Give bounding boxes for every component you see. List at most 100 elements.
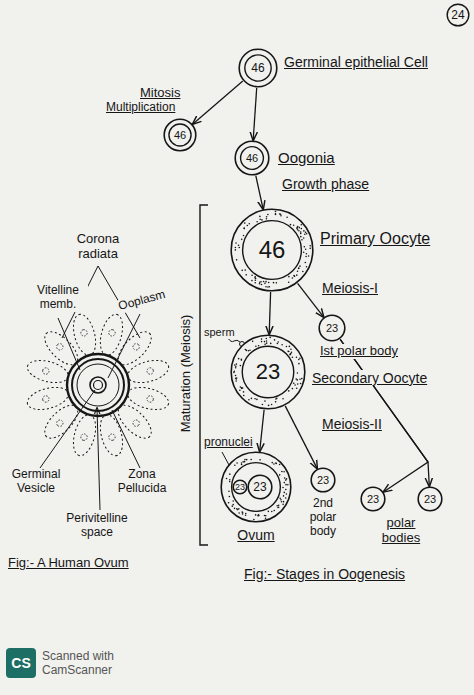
cytoplasm-dot	[268, 282, 270, 284]
cytoplasm-dot	[259, 283, 261, 285]
polar-body: 23	[360, 486, 386, 512]
cytoplasm-dot	[293, 224, 295, 226]
cytoplasm-dot	[280, 499, 282, 501]
cytoplasm-dot	[285, 489, 287, 491]
cytoplasm-dot	[284, 477, 286, 479]
cytoplasm-dot	[303, 252, 305, 254]
cytoplasm-dot	[298, 268, 300, 270]
primary-oocyte: 46Primary Oocyte	[230, 208, 314, 292]
cytoplasm-dot	[297, 229, 299, 231]
cytoplasm-dot	[235, 249, 237, 251]
cytoplasm-dot	[282, 487, 284, 489]
cytoplasm-dot	[291, 351, 293, 353]
cytoplasm-dot	[279, 464, 281, 466]
cytoplasm-dot	[290, 348, 292, 350]
cytoplasm-dot	[275, 213, 277, 215]
cytoplasm-dot	[236, 259, 238, 261]
cytoplasm-dot	[262, 404, 264, 406]
cytoplasm-dot	[296, 227, 298, 229]
cytoplasm-dot	[296, 388, 298, 390]
cytoplasm-dot	[238, 244, 240, 246]
part-label: sperm	[204, 326, 235, 339]
cytoplasm-dot	[244, 269, 246, 271]
arrow-connector	[193, 81, 243, 124]
cytoplasm-dot	[276, 398, 278, 400]
arrow-connector	[298, 283, 324, 317]
cytoplasm-dot	[281, 501, 283, 503]
bracket-label: Maturation (Meiosis)	[179, 283, 194, 463]
cytoplasm-dot	[261, 284, 263, 286]
cytoplasm-dot	[254, 398, 256, 400]
pronucleus: 23	[247, 474, 273, 500]
cytoplasm-dot	[265, 338, 267, 340]
cytoplasm-dot	[279, 213, 281, 215]
cytoplasm-dot	[289, 354, 291, 356]
cytoplasm-dot	[238, 247, 240, 249]
cytoplasm-dot	[299, 358, 301, 360]
vitelline-membrane	[77, 364, 119, 406]
cytoplasm-dot	[271, 511, 273, 513]
cytoplasm-dot	[273, 510, 275, 512]
cytoplasm-dot	[277, 343, 279, 345]
cytoplasm-dot	[244, 222, 246, 224]
arrow-connector	[256, 176, 263, 209]
cytoplasm-dot	[251, 274, 253, 276]
cytoplasm-dot	[261, 219, 263, 221]
cytoplasm-dot	[301, 228, 303, 230]
cytoplasm-dot	[305, 256, 307, 258]
cytoplasm-dot	[297, 226, 299, 228]
cytoplasm-dot	[240, 365, 242, 367]
cytoplasm-dot	[298, 267, 300, 269]
cytoplasm-dot	[282, 398, 284, 400]
cytoplasm-dot	[273, 282, 275, 284]
cytoplasm-dot	[302, 271, 304, 273]
cytoplasm-dot	[294, 276, 296, 278]
cytoplasm-dot	[286, 346, 288, 348]
zona-pellucida	[67, 354, 129, 416]
cytoplasm-dot	[265, 281, 267, 283]
cytoplasm-dot	[283, 471, 285, 473]
cytoplasm-dot	[241, 464, 243, 466]
cytoplasm-dot	[258, 514, 260, 516]
cytoplasm-dot	[296, 356, 298, 358]
cytoplasm-dot	[266, 216, 268, 218]
cytoplasm-dot	[300, 224, 302, 226]
cytoplasm-dot	[228, 502, 230, 504]
arrow-connector	[269, 292, 270, 334]
cytoplasm-dot	[248, 399, 250, 401]
arrow-connector	[285, 406, 317, 469]
cytoplasm-dot	[259, 216, 261, 218]
maturation-bracket	[200, 205, 208, 545]
polar-body: 23Ist polar body	[318, 314, 346, 342]
part-label: Perivitelline space	[62, 512, 132, 540]
cytoplasm-dot	[266, 342, 268, 344]
cytoplasm-dot	[306, 253, 308, 255]
cytoplasm-dot	[245, 513, 247, 515]
cytoplasm-dot	[253, 519, 255, 521]
zona-inner-ring	[72, 359, 124, 411]
cytoplasm-dot	[255, 279, 257, 281]
cytoplasm-dot	[236, 508, 238, 510]
cytoplasm-dot	[286, 216, 288, 218]
process-label: Mitosis	[140, 86, 180, 101]
cytoplasm-dot	[306, 233, 308, 235]
cytoplasm-dot	[304, 233, 306, 235]
cytoplasm-dot	[243, 227, 245, 229]
cytoplasm-dot	[288, 276, 290, 278]
cytoplasm-dot	[254, 276, 256, 278]
cytoplasm-dot	[245, 349, 247, 351]
cytoplasm-dot	[288, 351, 290, 353]
cytoplasm-dot	[286, 493, 288, 495]
germinal-vesicle	[90, 377, 106, 393]
cytoplasm-dot	[245, 514, 247, 516]
cytoplasm-dot	[254, 282, 256, 284]
cytoplasm-dot	[256, 221, 258, 223]
cytoplasm-dot	[297, 383, 299, 385]
cytoplasm-dot	[258, 515, 260, 517]
cytoplasm-dot	[250, 459, 252, 461]
figure-caption: Fig:- A Human Ovum	[8, 556, 129, 571]
cytoplasm-dot	[280, 215, 282, 217]
polar-body: 23	[417, 486, 443, 512]
pronucleus: 23	[232, 479, 248, 495]
